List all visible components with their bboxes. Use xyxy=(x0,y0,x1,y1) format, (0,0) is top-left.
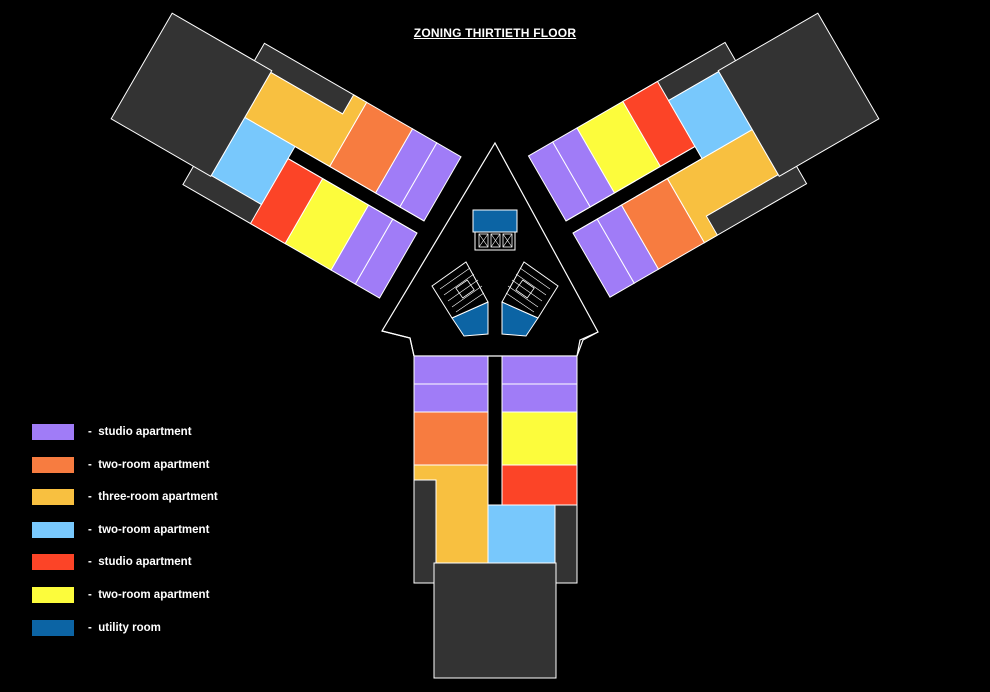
stair-core-east xyxy=(501,261,559,337)
legend-swatch xyxy=(32,619,74,636)
legend-label: two-room apartment xyxy=(88,457,209,473)
wing-south xyxy=(413,355,578,679)
legend-swatch xyxy=(32,456,74,473)
legend-swatch xyxy=(32,424,74,440)
legend-swatch xyxy=(32,554,74,571)
legend-swatch xyxy=(32,489,74,506)
legend-swatch xyxy=(32,521,74,538)
legend-swatch xyxy=(32,586,74,603)
legend-label: two-room apartment xyxy=(88,522,209,538)
legend-label: utility room xyxy=(88,620,161,636)
legend-label: studio apartment xyxy=(88,554,191,570)
legend-label: studio apartment xyxy=(88,424,191,440)
elevator-core-north xyxy=(472,209,518,251)
wing-northeast xyxy=(527,0,890,298)
legend-label: two-room apartment xyxy=(88,587,209,603)
legend-label: three-room apartment xyxy=(88,489,218,505)
wing-northwest xyxy=(100,0,462,299)
stair-core-west xyxy=(431,261,489,337)
plan-title: ZONING THIRTIETH FLOOR xyxy=(413,26,577,40)
